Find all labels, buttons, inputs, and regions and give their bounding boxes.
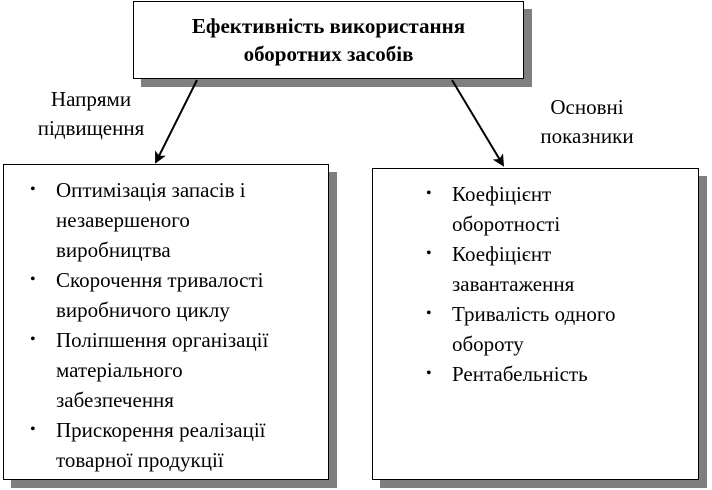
label-line: Основні — [550, 95, 624, 119]
item-line: матеріального — [56, 358, 183, 382]
diagram-title: Ефективність використання оборотних засо… — [192, 12, 465, 68]
item-line: Поліпшення організації — [56, 328, 269, 352]
title-line: оборотних засобів — [243, 42, 414, 66]
label-line: підвищення — [37, 116, 145, 140]
main-indicators-box: • Коефіцієнт оборотності • Коефіцієнт за… — [372, 168, 699, 480]
list-item: • Поліпшення організації матеріального з… — [30, 325, 324, 415]
bullet-icon: • — [426, 305, 432, 322]
list-item: • Тривалість одного обороту — [426, 299, 692, 359]
list-item: • Коефіцієнт завантаження — [426, 239, 692, 299]
list-item: • Рентабельність — [426, 359, 692, 389]
bullet-icon: • — [30, 181, 36, 198]
arrow-left — [155, 79, 198, 164]
improvement-directions-box: • Оптимізація запасів і незавершеного ви… — [3, 164, 329, 480]
item-line: незавершеного — [56, 208, 190, 232]
main-indicators-list: • Коефіцієнт оборотності • Коефіцієнт за… — [426, 179, 692, 389]
bullet-icon: • — [30, 331, 36, 348]
right-branch-label: Основні показники — [512, 93, 662, 151]
item-line: Рентабельність — [452, 362, 588, 386]
item-line: Прискорення реалізації — [56, 418, 266, 442]
bullet-icon: • — [30, 271, 36, 288]
item-line: товарної продукції — [56, 448, 224, 472]
item-line: обороту — [452, 332, 524, 356]
title-box: Ефективність використання оборотних засо… — [133, 1, 524, 79]
label-line: Напрями — [50, 87, 132, 111]
item-line: Скорочення тривалості — [56, 268, 264, 292]
item-line: Коефіцієнт — [452, 182, 552, 206]
bullet-icon: • — [30, 421, 36, 438]
list-item: • Скорочення тривалості виробничого цикл… — [30, 265, 324, 325]
list-item: • Коефіцієнт оборотності — [426, 179, 692, 239]
bullet-icon: • — [426, 245, 432, 262]
item-line: Тривалість одного — [452, 302, 616, 326]
item-line: Коефіцієнт — [452, 242, 552, 266]
item-line: Оптимізація запасів і — [56, 178, 246, 202]
improvement-directions-list: • Оптимізація запасів і незавершеного ви… — [30, 175, 324, 475]
item-line: виробництва — [56, 238, 171, 262]
label-line: показники — [540, 124, 634, 148]
bullet-icon: • — [426, 185, 432, 202]
item-line: забезпечення — [56, 388, 174, 412]
bullet-icon: • — [426, 365, 432, 382]
left-branch-label: Напрями підвищення — [20, 85, 162, 143]
list-item: • Прискорення реалізації товарної продук… — [30, 415, 324, 475]
item-line: завантаження — [452, 272, 575, 296]
item-line: виробничого циклу — [56, 298, 230, 322]
list-item: • Оптимізація запасів і незавершеного ви… — [30, 175, 324, 265]
item-line: оборотності — [452, 212, 561, 236]
title-line: Ефективність використання — [191, 14, 466, 38]
arrow-right — [451, 79, 505, 167]
